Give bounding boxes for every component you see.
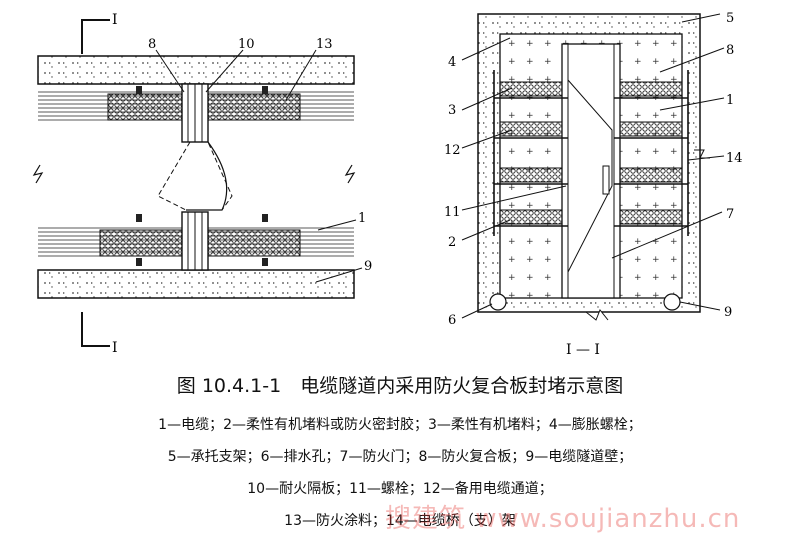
callout-7: 7 [726, 207, 734, 222]
legend-line-1: 1—电缆；2—柔性有机堵料或防火密封胶；3—柔性有机堵料；4—膨胀螺栓； [158, 417, 642, 433]
callout-13-left: 13 [316, 37, 333, 52]
callout-8-left: 8 [148, 37, 156, 52]
section-mark-bottom: I [112, 340, 118, 356]
callout-3: 3 [448, 103, 456, 118]
plan-view [32, 19, 363, 347]
section-title: I — I [566, 342, 600, 358]
section-view [461, 13, 725, 321]
section-mark-top: I [112, 12, 118, 28]
callout-5: 5 [726, 11, 734, 26]
callout-9-right: 9 [724, 305, 732, 320]
legend-line-2: 5—承托支架；6—排水孔；7—防火门；8—防火复合板；9—电缆隧道壁； [167, 449, 633, 465]
legend-line-3: 10—耐火隔板；11—螺栓；12—备用电缆通道； [247, 481, 553, 497]
callout-1-right: 1 [726, 93, 734, 108]
callout-8-right: 8 [726, 43, 734, 58]
callout-4: 4 [448, 55, 456, 70]
callout-6: 6 [448, 313, 456, 328]
legend-line-4: 13—防火涂料；14—电缆桥（支）架 [284, 513, 516, 529]
callout-10-left: 10 [238, 37, 255, 52]
callout-14: 14 [726, 151, 743, 166]
callout-11: 11 [444, 205, 461, 220]
figure-caption: 图 10.4.1-1 电缆隧道内采用防火复合板封堵示意图 [176, 375, 624, 397]
callout-2: 2 [448, 235, 456, 250]
watermark: 搜建筑 www.soujianzhu.cn [385, 504, 741, 534]
callout-9-left: 9 [364, 259, 372, 274]
callout-1-left: 1 [358, 211, 366, 226]
callout-12: 12 [444, 143, 461, 158]
